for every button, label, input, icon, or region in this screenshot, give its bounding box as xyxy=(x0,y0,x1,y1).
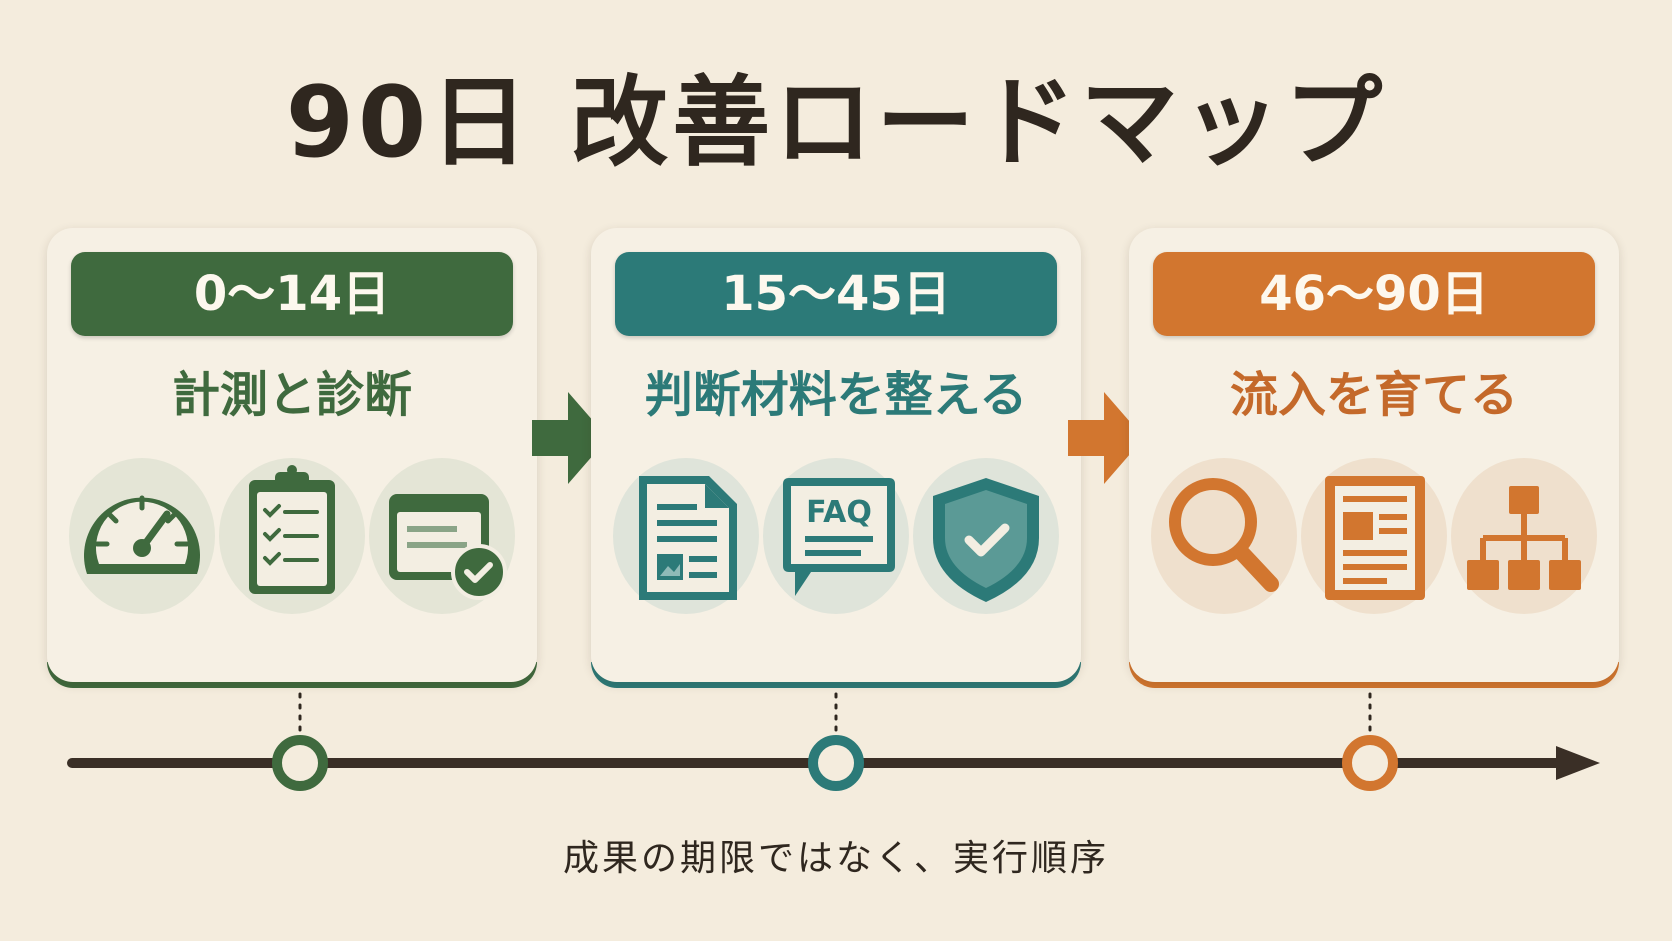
phase-2-period-label: 15〜45日 xyxy=(615,252,1057,336)
gauge-icon xyxy=(67,456,217,616)
phase-3-card: 46〜90日 流入を育てる xyxy=(1129,228,1619,682)
sitemap-icon xyxy=(1449,456,1599,616)
svg-text:FAQ: FAQ xyxy=(806,495,872,530)
timeline-marker-phase-3 xyxy=(1342,735,1398,791)
phase-1-card: 0〜14日 計測と診断 xyxy=(47,228,537,682)
phase-1-heading: 計測と診断 xyxy=(171,367,412,423)
page-title: 90日 改善ロードマップ xyxy=(285,66,1387,180)
magnifier-icon xyxy=(1149,456,1299,616)
article-icon xyxy=(1299,456,1449,616)
phase-2-next-arrow-icon xyxy=(1068,392,1144,484)
phase-3-period-label: 46〜90日 xyxy=(1153,252,1595,336)
timeline-marker-phase-2 xyxy=(808,735,864,791)
timeline-marker-phase-1 xyxy=(272,735,328,791)
faq-bubble-icon: FAQ xyxy=(761,456,911,616)
footer-caption: 成果の期限ではなく、実行順序 xyxy=(562,838,1109,879)
phase-3-heading: 流入を育てる xyxy=(1229,367,1518,423)
shield-check-icon xyxy=(911,456,1061,616)
phase-1-next-arrow-icon xyxy=(532,392,608,484)
document-icon xyxy=(611,456,761,616)
phase-2-heading: 判断材料を整える xyxy=(644,367,1028,423)
phase-2-card: 15〜45日 判断材料を整える FAQ xyxy=(591,228,1081,682)
window-check-icon xyxy=(367,456,517,616)
checklist-clipboard-icon xyxy=(217,456,367,616)
phase-1-period-label: 0〜14日 xyxy=(71,252,513,336)
